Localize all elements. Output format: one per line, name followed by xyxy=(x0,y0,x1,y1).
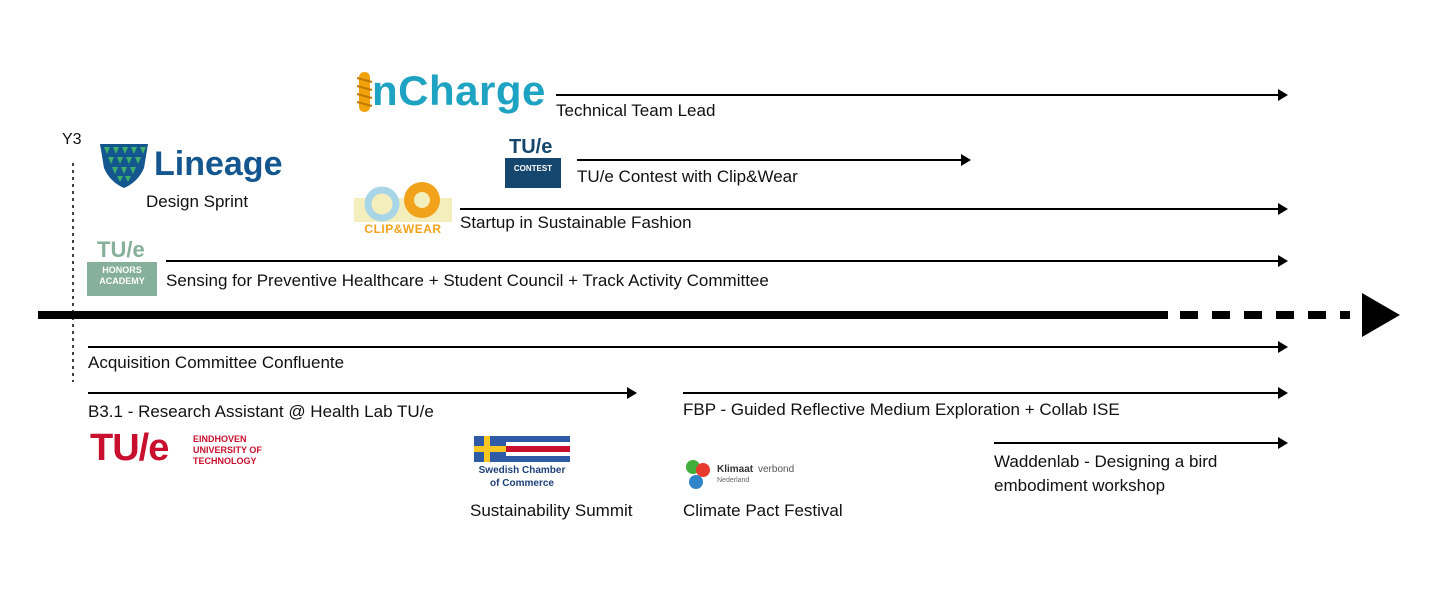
tue-honors-top: TU/e xyxy=(97,237,145,262)
tue-main-wordmark: TU/e xyxy=(90,427,169,469)
tue-contest-logo: TU/e CONTEST xyxy=(505,136,561,188)
klimaat-sub: Nederland xyxy=(717,477,750,484)
label-sustainability-summit: Sustainability Summit xyxy=(470,501,633,520)
tue-name-line3: TECHNOLOGY xyxy=(193,456,257,466)
arrow-acquisition xyxy=(88,341,1288,353)
arrow-fbp xyxy=(683,387,1288,399)
label-design-sprint: Design Sprint xyxy=(146,192,249,211)
lineage-wordmark: Lineage xyxy=(154,145,283,183)
label-technical-team-lead: Technical Team Lead xyxy=(556,101,716,120)
main-timeline-arrowhead xyxy=(1362,293,1400,337)
arrow-startup xyxy=(460,203,1288,215)
clipwear-mark-icon xyxy=(354,182,452,222)
arrow-tue-contest xyxy=(577,154,971,166)
label-startup: Startup in Sustainable Fashion xyxy=(460,213,692,232)
arrow-sensing xyxy=(166,255,1288,267)
incharge-logo: nCharge xyxy=(354,67,545,116)
label-acquisition: Acquisition Committee Confluente xyxy=(88,353,345,372)
swedish-chamber-logo: Swedish Chamber of Commerce xyxy=(474,436,570,492)
swedish-flag-icon xyxy=(474,436,570,462)
swedish-line2: of Commerce xyxy=(490,478,554,489)
label-fbp: FBP - Guided Reflective Medium Explorati… xyxy=(683,400,1120,419)
year-marker-label: Y3 xyxy=(62,131,82,148)
clipwear-wordmark: CLIP&WEAR xyxy=(364,222,442,236)
incharge-wordmark: nCharge xyxy=(372,67,546,114)
incharge-coil-icon xyxy=(356,72,373,112)
label-tue-contest: TU/e Contest with Clip&Wear xyxy=(577,167,798,186)
arrow-waddenlab xyxy=(994,437,1288,449)
tue-name-line2: UNIVERSITY OF xyxy=(193,445,262,455)
tue-honors-line2: ACADEMY xyxy=(99,276,145,286)
label-sensing: Sensing for Preventive Healthcare + Stud… xyxy=(166,271,769,290)
tue-honors-box: HONORS ACADEMY xyxy=(87,262,157,296)
tue-contest-top: TU/e xyxy=(509,136,553,158)
arrow-technical-team-lead xyxy=(556,89,1288,101)
klimaat-bold: Klimaat xyxy=(717,464,754,475)
label-waddenlab-line2: embodiment workshop xyxy=(994,476,1166,495)
tue-name-line1: EINDHOVEN xyxy=(193,434,247,444)
klimaat-light: verbond xyxy=(758,464,795,475)
klimaatverbond-logo: Klimaat verbond Nederland xyxy=(684,458,794,492)
clipwear-logo: CLIP&WEAR xyxy=(354,176,452,236)
klimaat-dots-icon xyxy=(686,460,710,489)
lineage-shield-icon xyxy=(100,144,148,188)
tue-honors-line1: HONORS xyxy=(102,265,142,275)
tue-contest-bottom: CONTEST xyxy=(505,158,561,188)
label-waddenlab-line1: Waddenlab - Designing a bird xyxy=(994,452,1218,471)
tue-university-logo: TU/e EINDHOVEN UNIVERSITY OF TECHNOLOGY xyxy=(90,427,290,470)
swedish-line1: Swedish Chamber xyxy=(478,465,566,476)
tue-honors-logo: TU/e HONORS ACADEMY xyxy=(87,237,157,296)
label-research-assistant: B3.1 - Research Assistant @ Health Lab T… xyxy=(88,402,434,421)
label-climate-pact: Climate Pact Festival xyxy=(683,501,843,520)
lineage-logo: Lineage xyxy=(98,142,288,190)
arrow-research-assistant xyxy=(88,387,637,399)
